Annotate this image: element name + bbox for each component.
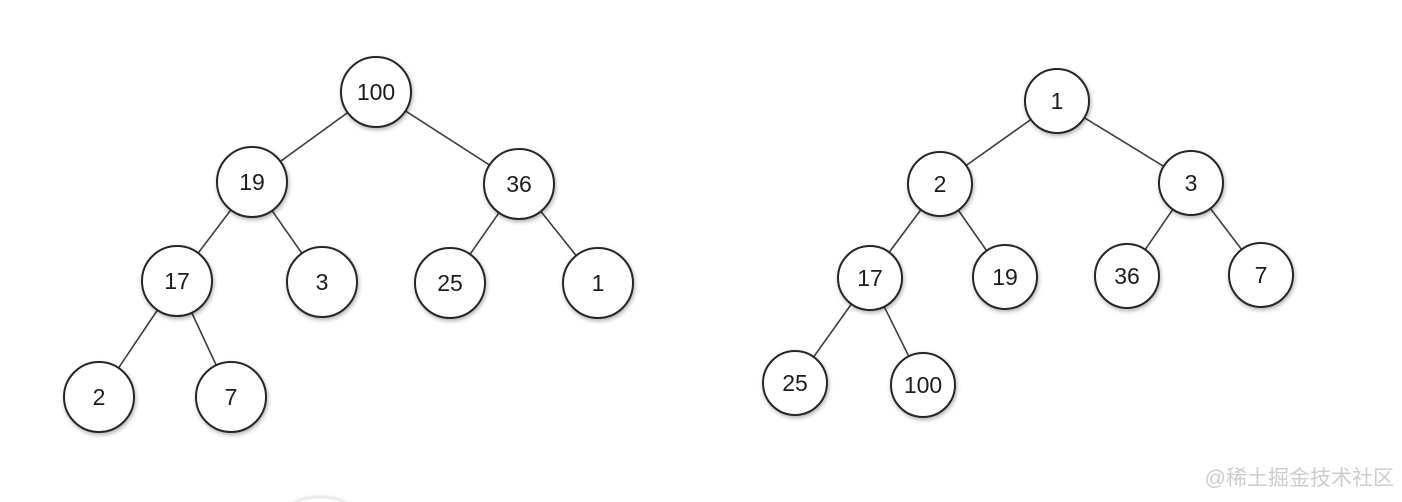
- tree-node-19: 19: [972, 244, 1038, 310]
- node-label: 25: [782, 370, 808, 396]
- node-circle: [1024, 68, 1090, 134]
- node-circle: [562, 247, 634, 319]
- node-circle: [483, 148, 555, 220]
- node-label: 36: [506, 171, 532, 197]
- node-circle: [837, 245, 903, 311]
- node-circle: [141, 245, 213, 317]
- node-circle: [890, 352, 956, 418]
- tree-node-1: 1: [562, 247, 634, 319]
- node-circle: [340, 56, 412, 128]
- tree-node-25: 25: [414, 247, 486, 319]
- node-label: 19: [992, 264, 1018, 290]
- node-label: 3: [316, 269, 329, 295]
- watermark: @稀土掘金技术社区: [1205, 467, 1394, 490]
- node-circle: [907, 151, 973, 217]
- node-label: 19: [239, 169, 265, 195]
- node-label: 2: [934, 171, 947, 197]
- tree-node-19: 19: [216, 146, 288, 218]
- node-label: 7: [225, 384, 238, 410]
- tree-node-3: 3: [1158, 150, 1224, 216]
- node-label: 36: [1114, 263, 1140, 289]
- binary-tree-left: 100 19 36 17 3 25 1 2 7: [63, 56, 634, 433]
- tree-node-1: 1: [1024, 68, 1090, 134]
- tree-node-25: 25: [762, 350, 828, 416]
- tree-node-36: 36: [483, 148, 555, 220]
- node-circle: [216, 146, 288, 218]
- node-label: 25: [437, 270, 463, 296]
- node-circle: [762, 350, 828, 416]
- node-label: 100: [357, 79, 395, 105]
- tree-node-17: 17: [141, 245, 213, 317]
- node-label: 7: [1255, 262, 1268, 288]
- node-circle: [414, 247, 486, 319]
- node-label: 1: [1051, 88, 1064, 114]
- binary-tree-right: 1 2 3 17 19 36 7 25 100: [762, 68, 1294, 418]
- tree-node-7: 7: [195, 361, 267, 433]
- tree-node-100: 100: [340, 56, 412, 128]
- node-label: 17: [857, 265, 883, 291]
- node-label: 3: [1185, 170, 1198, 196]
- tree-node-17: 17: [837, 245, 903, 311]
- node-circle: [286, 246, 358, 318]
- node-label: 2: [93, 384, 106, 410]
- cropped-node-artifact: [294, 496, 346, 502]
- node-label: 100: [904, 372, 942, 398]
- node-circle: [195, 361, 267, 433]
- node-circle: [972, 244, 1038, 310]
- tree-node-7: 7: [1228, 242, 1294, 308]
- tree-node-2: 2: [907, 151, 973, 217]
- node-circle: [1228, 242, 1294, 308]
- node-label: 1: [592, 270, 605, 296]
- tree-node-100: 100: [890, 352, 956, 418]
- node-circle: [1158, 150, 1224, 216]
- tree-node-2: 2: [63, 361, 135, 433]
- node-label: 17: [164, 268, 190, 294]
- node-circle: [1094, 243, 1160, 309]
- tree-node-3: 3: [286, 246, 358, 318]
- node-circle: [63, 361, 135, 433]
- tree-node-36: 36: [1094, 243, 1160, 309]
